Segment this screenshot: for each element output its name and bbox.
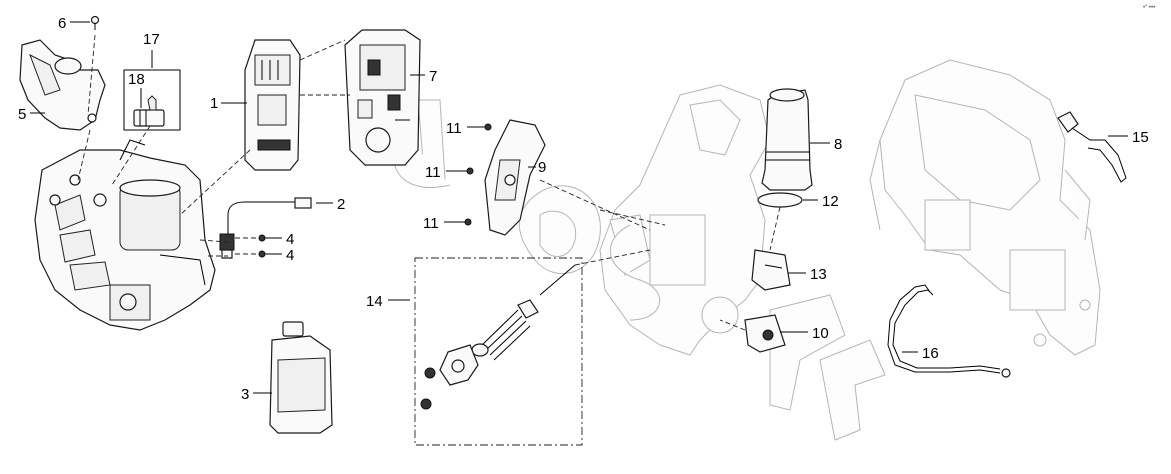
part-7-valve-body [344, 29, 421, 166]
part-3-oil-bottle [269, 321, 333, 434]
callout-9: 9 [538, 159, 546, 176]
part-1-cover [244, 39, 301, 171]
part-14-plunger [420, 264, 576, 410]
part-6-screw [90, 15, 100, 30]
part-13-module [751, 249, 791, 291]
callout-17: 17 [143, 31, 160, 48]
part-16-pipe [887, 284, 1011, 378]
corner-mark: •ʺ ••• [1143, 4, 1155, 11]
watermark [393, 99, 886, 441]
part-14-group-frame [414, 257, 583, 446]
callout-11a: 11 [446, 120, 462, 137]
callout-15: 15 [1132, 129, 1149, 146]
callout-7: 7 [429, 68, 437, 85]
part-8-filter [761, 88, 813, 191]
callout-5: 5 [18, 106, 26, 123]
callout-12: 12 [822, 193, 839, 210]
gear-unit-left [34, 139, 216, 331]
part-12-o-ring [757, 192, 803, 208]
callout-3: 3 [241, 386, 249, 403]
engine-block-ghost [869, 59, 1101, 356]
callout-4b: 4 [286, 247, 294, 264]
callout-11c: 11 [423, 215, 439, 232]
part-4-screws [258, 234, 266, 258]
callout-10: 10 [812, 325, 829, 342]
part-17-frame [123, 69, 181, 131]
part-5-cover [19, 39, 106, 131]
part-18-fitting [133, 95, 165, 127]
callout-11b: 11 [425, 164, 441, 181]
callout-14: 14 [366, 293, 383, 310]
part-9-bracket [484, 119, 546, 236]
part-2-sensor [219, 197, 312, 259]
callout-2: 2 [337, 196, 345, 213]
assembly-lines [77, 34, 781, 331]
callout-6: 6 [58, 15, 66, 32]
callout-13: 13 [810, 266, 827, 283]
callouts: 1 2 3 4 4 5 6 7 8 9 10 11 11 11 12 13 14… [18, 15, 1149, 403]
part-15-sensor [1057, 111, 1127, 183]
part-11-screws [464, 123, 492, 226]
callout-1: 1 [210, 95, 218, 112]
callout-16: 16 [922, 345, 939, 362]
callout-8: 8 [834, 136, 842, 153]
callout-4a: 4 [286, 231, 294, 248]
leader-lines [30, 21, 1128, 394]
transmission-housing-ghost [599, 84, 771, 356]
part-10-solenoid [744, 314, 786, 353]
callout-18: 18 [128, 71, 145, 88]
